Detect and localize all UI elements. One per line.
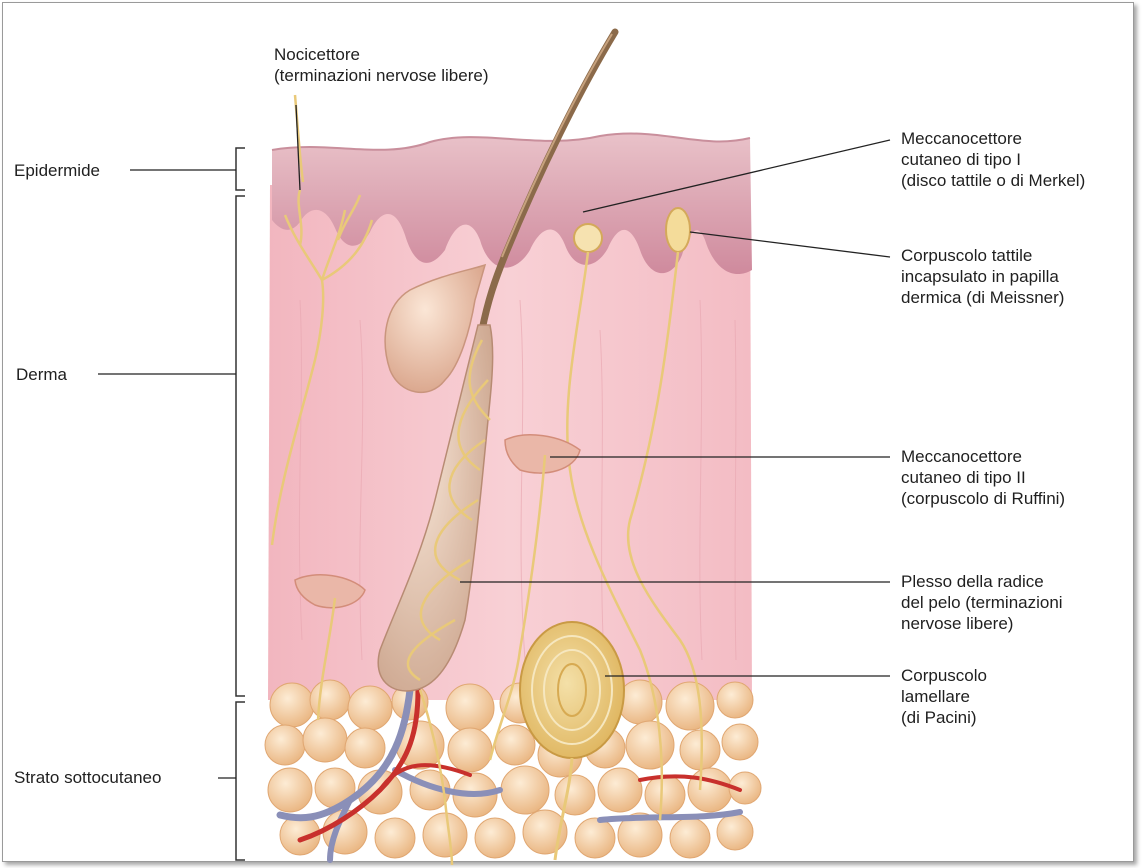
label-hair-plexus-line-3: nervose libere)	[901, 613, 1063, 634]
label-meissner: Corpuscolo tattile incapsulato in papill…	[901, 245, 1064, 308]
label-meissner-line-2: incapsulato in papilla	[901, 266, 1064, 287]
label-ruffini-line-1: Meccanocettore	[901, 446, 1065, 467]
label-dermis: Derma	[16, 364, 67, 385]
label-ruffini: Meccanocettore cutaneo di tipo II (corpu…	[901, 446, 1065, 509]
label-epidermis: Epidermide	[14, 160, 100, 181]
label-subcutaneous: Strato sottocutaneo	[14, 767, 161, 788]
label-merkel: Meccanocettore cutaneo di tipo I (disco …	[901, 128, 1085, 191]
label-hair-plexus-line-1: Plesso della radice	[901, 571, 1063, 592]
label-pacini-line-2: lamellare	[901, 686, 987, 707]
label-hair-plexus-line-2: del pelo (terminazioni	[901, 592, 1063, 613]
label-merkel-line-1: Meccanocettore	[901, 128, 1085, 149]
label-nociceptor: Nocicettore (terminazioni nervose libere…	[274, 44, 488, 86]
label-nociceptor-line-1: Nocicettore	[274, 44, 488, 65]
label-meissner-line-1: Corpuscolo tattile	[901, 245, 1064, 266]
label-pacini-line-3: (di Pacini)	[901, 707, 987, 728]
label-nociceptor-line-2: (terminazioni nervose libere)	[274, 65, 488, 86]
label-merkel-line-3: (disco tattile o di Merkel)	[901, 170, 1085, 191]
label-ruffini-line-2: cutaneo di tipo II	[901, 467, 1065, 488]
label-merkel-line-2: cutaneo di tipo I	[901, 149, 1085, 170]
label-meissner-line-3: dermica (di Meissner)	[901, 287, 1064, 308]
label-pacini: Corpuscolo lamellare (di Pacini)	[901, 665, 987, 728]
label-pacini-line-1: Corpuscolo	[901, 665, 987, 686]
layer-brackets	[236, 148, 245, 860]
label-hair-plexus: Plesso della radice del pelo (terminazio…	[901, 571, 1063, 634]
meissner-corpuscle	[666, 208, 690, 252]
fat-lobules	[265, 680, 761, 858]
label-ruffini-line-3: (corpuscolo di Ruffini)	[901, 488, 1065, 509]
